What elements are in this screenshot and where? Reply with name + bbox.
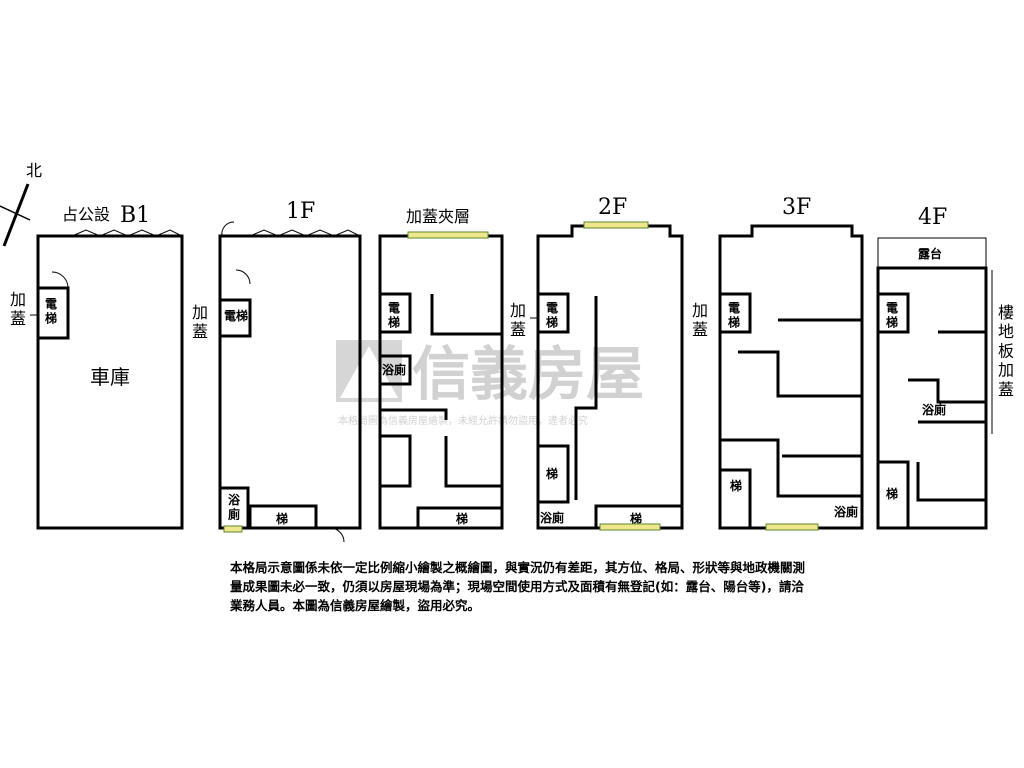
floor-1f: 1F 電梯 加蓋 梯 浴廁 [192, 199, 362, 543]
f4-terrace-label: 露台 [918, 246, 942, 261]
b1-shared-label: 占公設 [62, 205, 110, 224]
f2-stairs-label: 梯 [630, 511, 642, 526]
watermark-notice: 本格局圖為信義房屋繪製，未經允許請勿盜用，違者必究 [338, 414, 588, 427]
f2-stairs-v-label: 梯 [546, 466, 558, 481]
b1-title: B1 [120, 203, 150, 228]
floor-3f: 3F 電梯 加蓋 梯 浴廁 [692, 195, 864, 531]
f3-title: 3F [782, 195, 811, 220]
f4-stairs-v-label: 梯 [886, 486, 898, 501]
f4-bath-label: 浴廁 [922, 402, 946, 417]
b1-garage-label: 車庫 [90, 365, 130, 389]
f2-bath-label: 浴廁 [540, 510, 564, 525]
f1-elevator-label: 電梯 [224, 308, 248, 323]
mezz-bath-label: 浴廁 [382, 362, 406, 377]
f1-added-label: 加蓋 [192, 303, 208, 341]
f3-bath-label: 浴廁 [834, 504, 858, 519]
floor-b1: 占公設 B1 電梯 加蓋 車庫 [10, 203, 184, 530]
f1-bath-label: 浴廁 [228, 492, 241, 521]
f3-added-label: 加蓋 [692, 301, 708, 339]
f4-title: 4F [918, 205, 947, 230]
north-arrow: 北 [0, 161, 42, 247]
f1-title: 1F [286, 199, 315, 224]
f1-stairs-label: 梯 [276, 511, 288, 526]
b1-elevator-label: 電梯 [45, 297, 57, 325]
b1-added-label: 加蓋 [10, 290, 26, 328]
f4-side-note: 樓地板加蓋 [998, 303, 1014, 399]
north-label: 北 [26, 161, 42, 180]
mezz-stairs-label: 梯 [456, 511, 468, 526]
disclaimer-text: 本格局示意圖係未依一定比例縮小繪製之概繪圖，與實況仍有差距，其方位、格局、形狀等… [230, 560, 806, 613]
mezz-title: 加蓋夾層 [406, 207, 470, 226]
f3-elevator-label: 電梯 [728, 301, 740, 329]
f2-title: 2F [598, 195, 627, 220]
mezz-elevator-label: 電梯 [388, 301, 400, 329]
watermark: 信義房屋 本格局圖為信義房屋繪製，未經允許請勿盜用，違者必究 [336, 340, 644, 427]
floor-mezzanine: 加蓋夾層 電梯 浴廁 梯 [378, 207, 504, 530]
floor-4f: 4F 露台 電梯 浴廁 梯 樓地板加蓋 [876, 205, 1014, 530]
f2-elevator-label: 電梯 [546, 301, 558, 329]
f2-added-label: 加蓋 [510, 301, 526, 339]
f3-stairs-v-label: 梯 [730, 478, 742, 493]
floor-2f: 2F 電梯 加蓋 梯 浴廁 梯 [510, 195, 684, 531]
watermark-brand: 信義房屋 [412, 340, 644, 408]
f4-elevator-label: 電梯 [886, 301, 898, 329]
